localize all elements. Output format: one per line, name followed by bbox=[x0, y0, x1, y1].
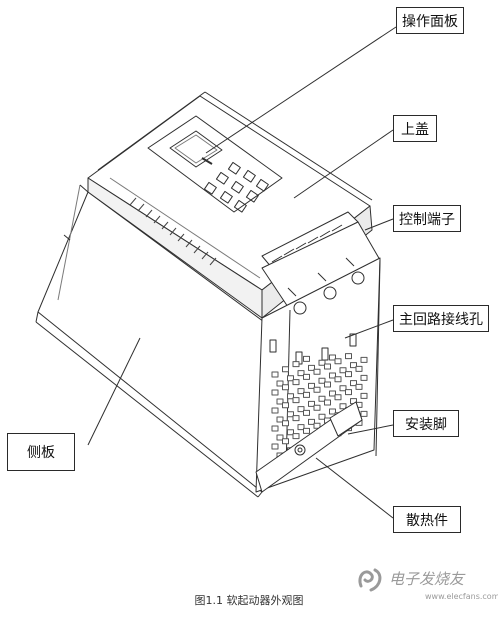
heat-sink-cell bbox=[287, 375, 294, 382]
heat-sink-cell bbox=[318, 377, 326, 384]
heat-sink-cell bbox=[324, 399, 331, 406]
heat-sink-cell bbox=[271, 389, 279, 396]
heat-sink-cell bbox=[313, 368, 321, 375]
heat-sink-cell bbox=[303, 391, 310, 398]
heat-sink-cell bbox=[360, 392, 368, 399]
heat-sink-cell bbox=[329, 372, 336, 379]
heat-sink-cell bbox=[303, 355, 310, 362]
heat-sink-cell bbox=[339, 385, 347, 392]
heat-sink-cell bbox=[308, 418, 315, 425]
heat-sink-cell bbox=[345, 371, 352, 378]
heat-sink-cell bbox=[282, 384, 289, 391]
heat-sink-cell bbox=[334, 376, 342, 383]
heat-sink-cell bbox=[297, 424, 305, 431]
heat-sink-cell bbox=[292, 433, 300, 440]
heat-sink-cell bbox=[297, 406, 305, 413]
heat-sink-cell bbox=[334, 394, 342, 401]
heat-sink-cell bbox=[318, 359, 326, 366]
heat-sink-cell bbox=[282, 420, 289, 427]
heat-sink-cell bbox=[360, 356, 368, 363]
heat-sink-cell bbox=[276, 380, 284, 387]
heat-sink-cell bbox=[271, 371, 279, 378]
heat-sink-cell bbox=[276, 398, 284, 405]
heat-sink-cell bbox=[292, 379, 300, 386]
label-top-cover: 上盖 bbox=[393, 115, 437, 142]
label-operation-panel: 操作面板 bbox=[396, 7, 464, 34]
side-plate bbox=[35, 184, 276, 498]
heat-sink-cell bbox=[355, 365, 363, 372]
heat-sink-cell bbox=[339, 403, 347, 410]
label-heat-sink: 散热件 bbox=[393, 506, 461, 533]
watermark: 电子发烧友 www.elecfans.com bbox=[355, 560, 498, 608]
heat-sink-cell bbox=[350, 362, 357, 369]
heat-sink-cell bbox=[287, 411, 294, 418]
watermark-logo-icon bbox=[358, 568, 382, 592]
heat-sink-cell bbox=[271, 407, 279, 414]
heat-sink-cell bbox=[292, 361, 300, 368]
heat-sink-cell bbox=[318, 413, 326, 420]
heat-sink-cell bbox=[308, 364, 315, 371]
heat-sink-cell bbox=[292, 397, 300, 404]
heat-sink-cell bbox=[287, 393, 294, 400]
heat-sink-cell bbox=[345, 389, 352, 396]
vent-slots bbox=[129, 197, 217, 266]
heat-sink-cell bbox=[276, 434, 284, 441]
watermark-url: www.elecfans.com bbox=[425, 592, 498, 601]
heat-sink-cell bbox=[282, 402, 289, 409]
heat-sink-cell bbox=[318, 395, 326, 402]
heat-sink-cell bbox=[329, 408, 336, 415]
figure-caption: 图1.1 软起动器外观图 bbox=[194, 594, 304, 607]
heat-sink-cell bbox=[355, 383, 363, 390]
heat-sink-cell bbox=[329, 354, 336, 361]
label-control-terminal: 控制端子 bbox=[393, 205, 461, 232]
heat-sink-cell bbox=[324, 363, 331, 370]
watermark-title: 电子发烧友 bbox=[389, 570, 465, 588]
heat-sink-cell bbox=[271, 443, 279, 450]
heat-sink-cell bbox=[360, 410, 368, 417]
heat-sink-cell bbox=[297, 370, 305, 377]
heat-sink-cell bbox=[308, 400, 315, 407]
heat-sink-cell bbox=[324, 381, 331, 388]
operation-panel bbox=[147, 115, 283, 213]
label-main-circuit-hole: 主回路接线孔 bbox=[393, 305, 489, 332]
mounting-foot bbox=[255, 401, 363, 493]
leader-lines bbox=[87, 26, 397, 519]
heat-sink-cell bbox=[308, 382, 315, 389]
heat-sink-cell bbox=[271, 425, 279, 432]
label-side-plate: 侧板 bbox=[7, 433, 75, 471]
label-mounting-foot: 安装脚 bbox=[393, 410, 459, 437]
heat-sink-cell bbox=[303, 409, 310, 416]
heat-sink-cell bbox=[350, 380, 357, 387]
heat-sink-cell bbox=[287, 429, 294, 436]
heat-sink-cell bbox=[292, 415, 300, 422]
heat-sink-cell bbox=[313, 386, 321, 393]
heat-sink-cell bbox=[329, 390, 336, 397]
heat-sink-cell bbox=[334, 358, 342, 365]
heat-sink-cell bbox=[345, 353, 352, 360]
heat-sink-cell bbox=[282, 366, 289, 373]
heat-sink-cell bbox=[339, 367, 347, 374]
heat-sink-cell bbox=[360, 374, 368, 381]
heat-sink-cell bbox=[276, 416, 284, 423]
heat-sink-cell bbox=[282, 438, 289, 445]
heat-sink-cell bbox=[297, 388, 305, 395]
heat-sink-cell bbox=[313, 422, 321, 429]
heat-sink-cell bbox=[303, 427, 310, 434]
heat-sink-cell bbox=[313, 404, 321, 411]
heat-sink-cell bbox=[303, 373, 310, 380]
